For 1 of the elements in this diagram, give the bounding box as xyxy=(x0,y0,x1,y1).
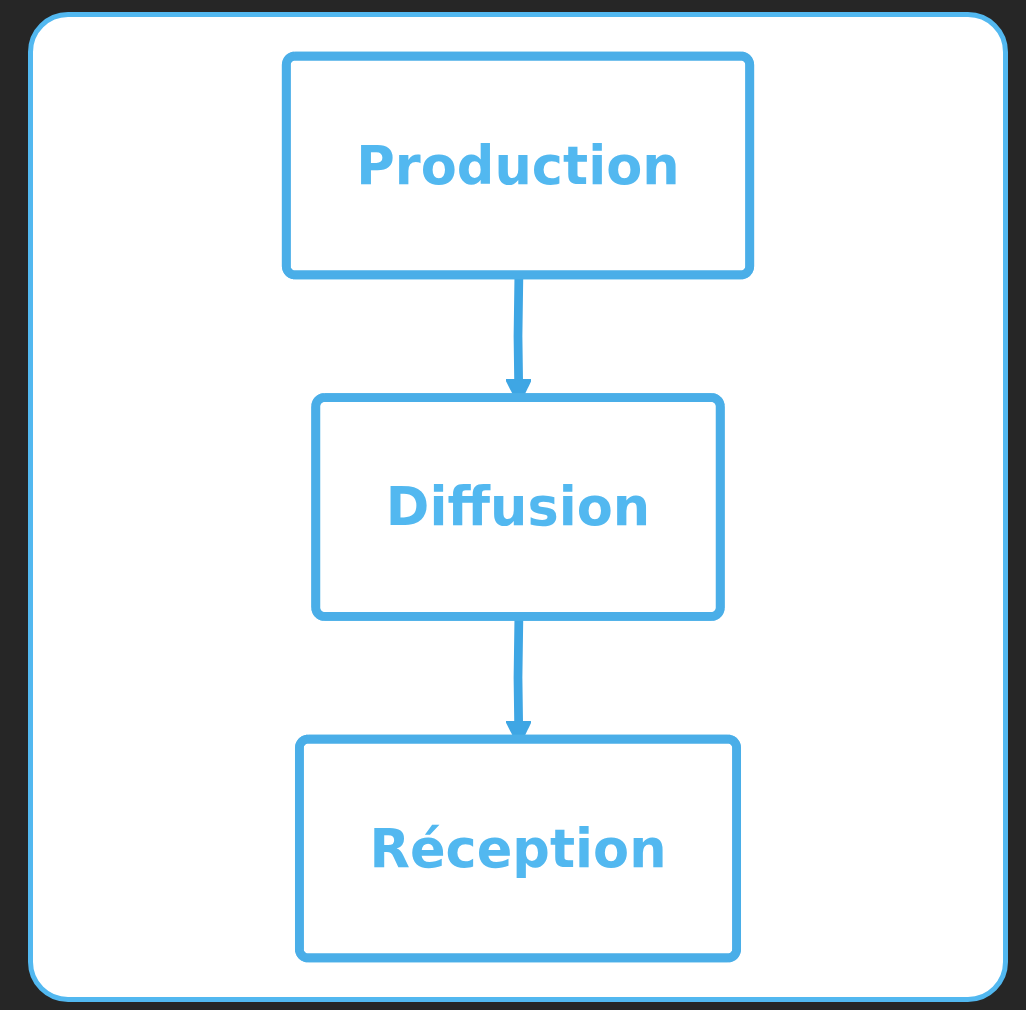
card-background: Production Diffusion Réception xyxy=(28,12,1008,1002)
